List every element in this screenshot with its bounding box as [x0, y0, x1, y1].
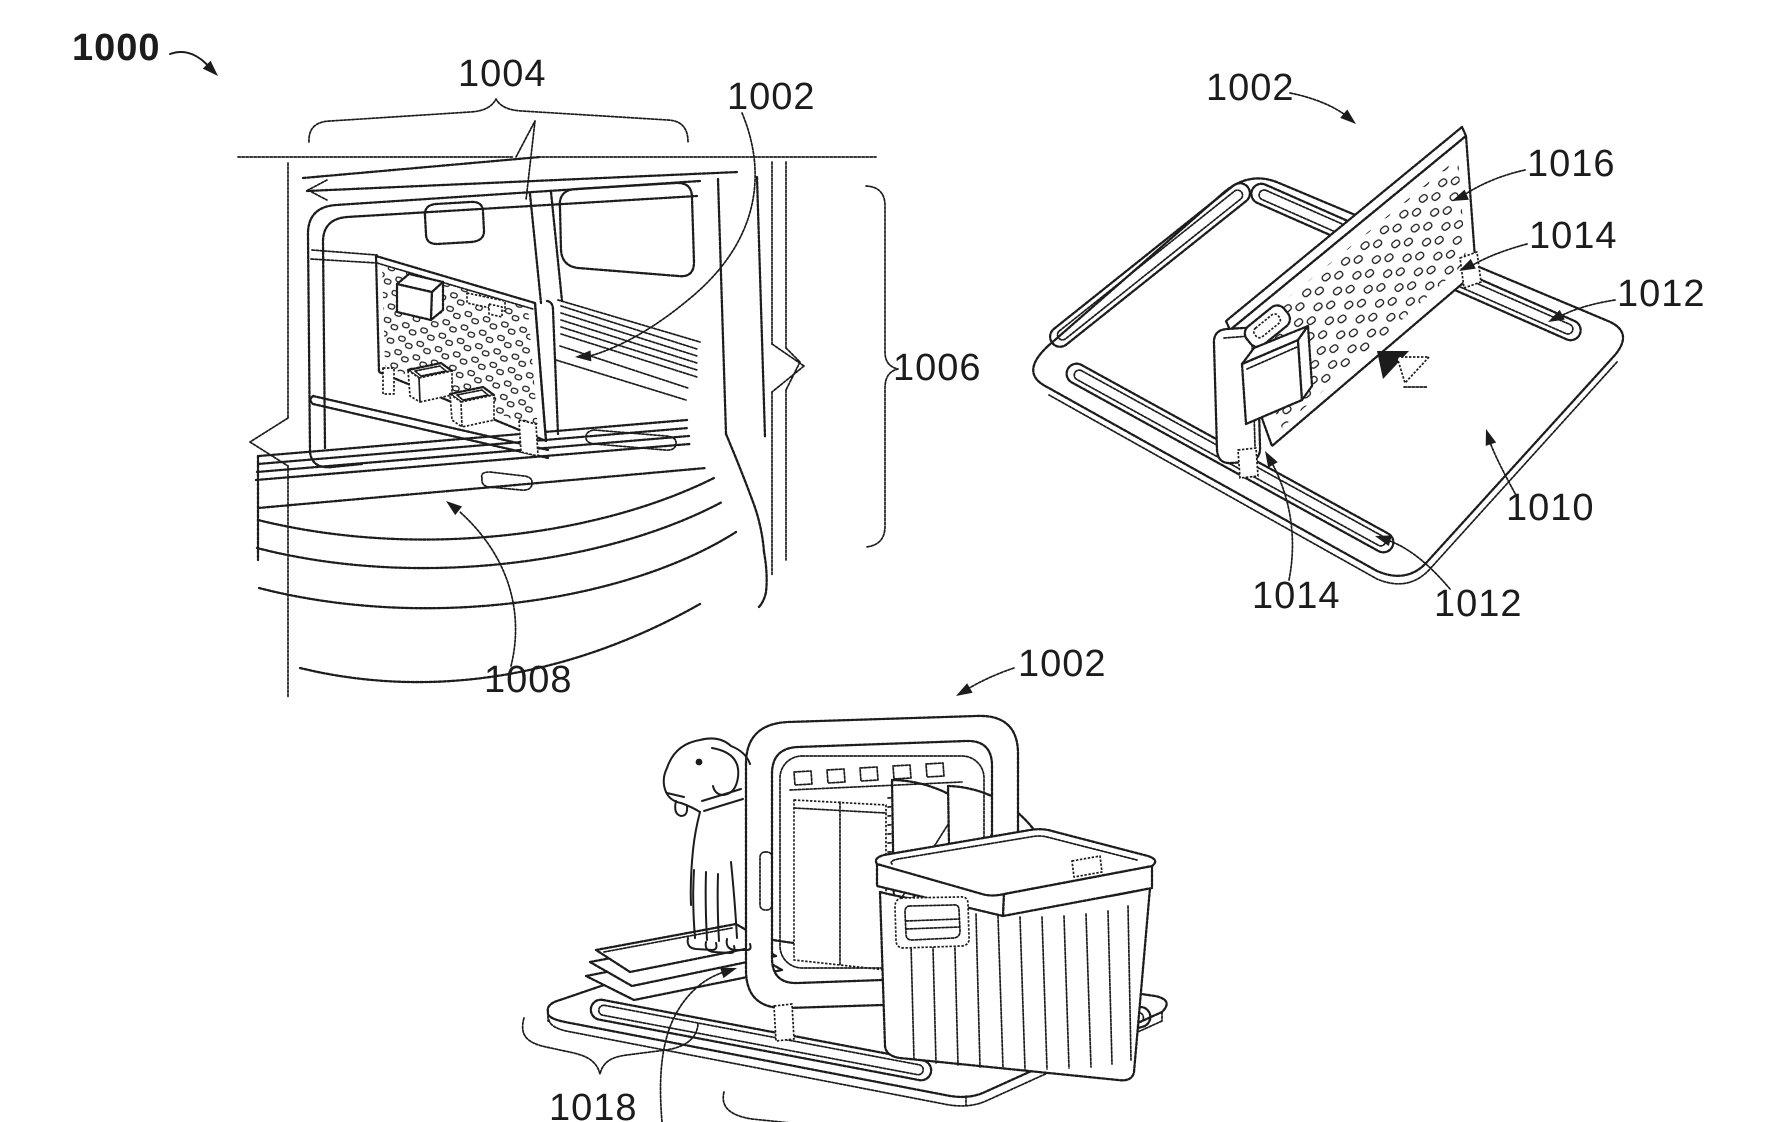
ref-label-1002-vehicle: 1002 [727, 76, 816, 118]
storage-bins [406, 361, 496, 428]
ref-label-1004: 1004 [458, 53, 547, 95]
cooler [874, 828, 1157, 1082]
ref-label-1006: 1006 [893, 347, 982, 389]
divider-scene-figure [521, 667, 1168, 1122]
vehicle-leaders [169, 50, 756, 667]
tray-leaders [1265, 92, 1616, 590]
hanger-clips [789, 762, 963, 791]
vehicle-interior [310, 181, 701, 401]
ref-label-1000: 1000 [72, 27, 161, 69]
bracket-foot [1237, 447, 1259, 479]
base-slot-left [589, 998, 933, 1082]
divider-foot-right [1459, 251, 1482, 289]
ref-label-1012-bottom: 1012 [1434, 583, 1523, 625]
ref-label-1012-right: 1012 [1617, 273, 1706, 315]
brace-partial-right [722, 1091, 790, 1122]
cooler-latch [1071, 855, 1103, 878]
cargo-divider-panel [374, 254, 560, 457]
vehicle-cargo-figure [169, 50, 899, 699]
brace-1018 [521, 1017, 699, 1075]
dog [662, 737, 752, 954]
storage-box [395, 272, 445, 322]
step-platform [584, 922, 784, 1002]
ref-label-1002-scene: 1002 [1018, 643, 1107, 685]
tray-rail-back-left [1048, 182, 1252, 348]
divider-foot-right [518, 419, 539, 457]
divider-bracket [1212, 304, 1314, 479]
ref-label-1008: 1008 [484, 659, 573, 701]
ref-label-1014-right: 1014 [1529, 215, 1618, 257]
ref-label-1014-bottom: 1014 [1252, 575, 1341, 617]
triangle-logo [1377, 351, 1430, 388]
divider-foot-left [382, 367, 395, 395]
cargo-floor-and-tailgate [254, 394, 738, 684]
brace-1004 [308, 98, 689, 143]
divider-latch [466, 292, 506, 318]
ref-label-1016: 1016 [1527, 143, 1616, 185]
ref-label-1010: 1010 [1506, 487, 1595, 529]
frame-handle-slot [759, 851, 773, 911]
rail-key-post [773, 1003, 795, 1042]
tray-assembly-figure [1032, 92, 1625, 590]
ref-label-1018: 1018 [549, 1087, 638, 1122]
vehicle-body-outline [301, 155, 768, 610]
brace-1006 [865, 185, 899, 548]
scene-leaders [521, 667, 1015, 1122]
tray-plate [1032, 177, 1625, 585]
cooler-handle [894, 896, 970, 949]
ref-label-1002-tray: 1002 [1206, 67, 1295, 109]
